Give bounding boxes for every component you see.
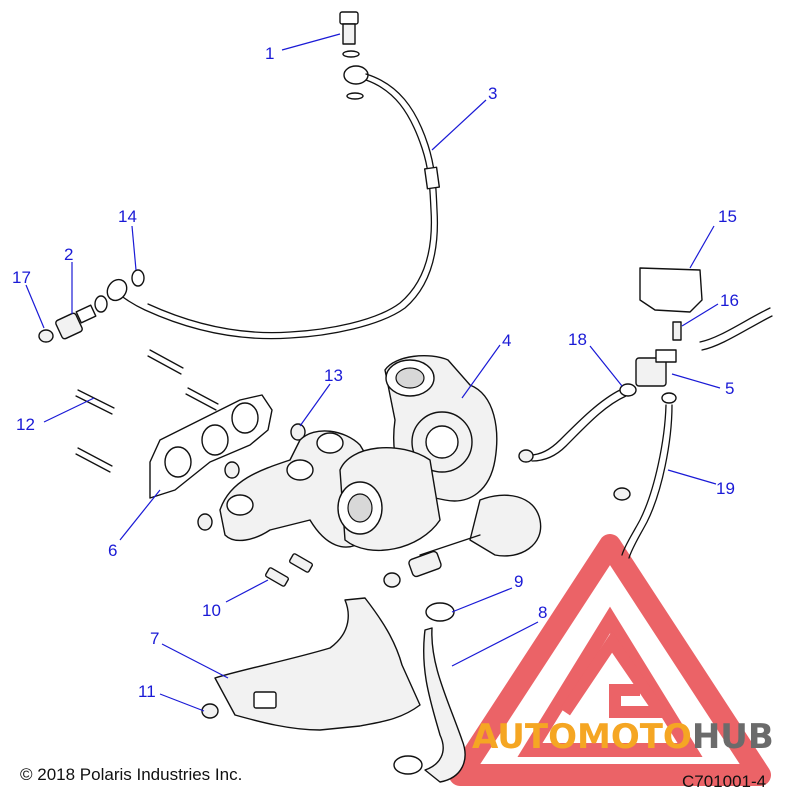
automotohub-wordmark: AUTOMOTOHUB (472, 717, 774, 757)
sealing-washer-part (94, 269, 145, 313)
callout-9: 9 (514, 572, 523, 591)
manifold-nut-part (197, 423, 306, 531)
exhaust-gasket-part (149, 394, 273, 499)
heat-shield-bolt-part (265, 553, 313, 587)
callout-15: 15 (718, 207, 737, 226)
callout-8: 8 (538, 603, 547, 622)
copyright-notice: © 2018 Polaris Industries Inc. (20, 765, 242, 784)
nut-part (38, 329, 54, 343)
callout-5: 5 (725, 379, 734, 398)
stud-part (75, 349, 219, 473)
callout-4: 4 (502, 331, 511, 350)
wastegate-solenoid-part (635, 349, 677, 387)
callout-2: 2 (64, 245, 73, 264)
mounting-bracket-part (639, 267, 703, 313)
callout-19: 19 (716, 479, 735, 498)
leader-lines (25, 33, 721, 712)
banjo-bolt-part (339, 11, 364, 100)
callout-1: 1 (265, 44, 274, 63)
turbocharger-part (337, 355, 542, 588)
callout-14: 14 (118, 207, 137, 226)
heat-shield-part (214, 597, 421, 731)
callout-13: 13 (324, 366, 343, 385)
shield-bolt-part (201, 703, 219, 719)
vacuum-hose-part (518, 307, 773, 463)
oil-feed-line-part (106, 65, 441, 340)
callout-labels: 1 2 3 4 5 6 7 8 9 10 11 12 13 14 15 16 1… (12, 44, 739, 701)
automotohub-logo-watermark (449, 534, 771, 786)
callout-11: 11 (138, 682, 156, 701)
callout-3: 3 (488, 84, 497, 103)
bracket-bolt-part (672, 321, 682, 341)
callout-6: 6 (108, 541, 117, 560)
wordmark-moto: MOTO (577, 717, 692, 757)
wordmark-auto: AUTO (472, 717, 577, 757)
solenoid-hose-part (613, 392, 677, 559)
adapter-fitting-part (55, 304, 97, 340)
callout-16: 16 (720, 291, 739, 310)
callout-7: 7 (150, 629, 159, 648)
wordmark-hub: HUB (692, 717, 774, 757)
hose-clamp-part (393, 602, 455, 775)
svg-text:AUTOMOTOHUB: AUTOMOTOHUB (472, 717, 774, 757)
callout-17: 17 (12, 268, 31, 287)
oil-drain-hose-part (422, 627, 466, 783)
figure-code: C701001-4 (682, 772, 766, 791)
callout-12: 12 (16, 415, 35, 434)
callout-18: 18 (568, 330, 587, 349)
exhaust-manifold-part (219, 430, 376, 548)
callout-10: 10 (202, 601, 221, 620)
